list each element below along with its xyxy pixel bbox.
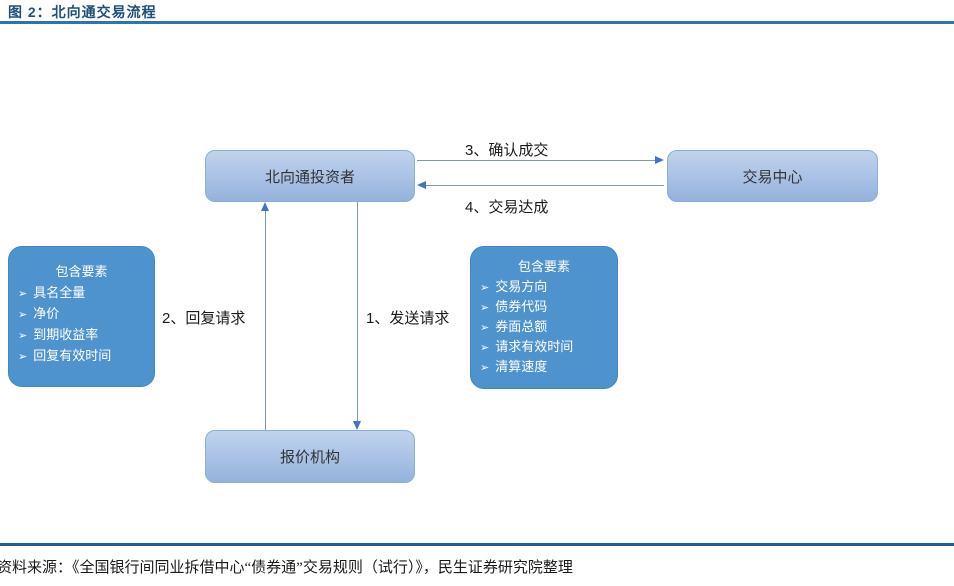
arrow-bullet-icon: ➢ [480,322,490,334]
list-item: ➢ 回复有效时间 [9,345,154,366]
node-trading-center: 交易中心 [667,150,878,202]
figure-title: 图 2：北向通交易流程 [8,4,157,20]
list-item: ➢ 请求有效时间 [471,337,617,357]
node-quoting-institution: 报价机构 [205,430,415,483]
arrow-bullet-icon: ➢ [480,282,490,294]
arrow-bullet-icon: ➢ [480,302,490,314]
list-item: ➢ 具名全量 [9,282,154,303]
list-item: ➢ 净价 [9,303,154,324]
list-item: ➢ 券面总额 [471,317,617,337]
flow-label-step2: 2、回复请求 [162,310,246,327]
node-investor-label: 北向通投资者 [264,168,355,186]
arrow-bullet-icon: ➢ [18,330,28,342]
arrowhead-down-icon [353,421,361,430]
callout-request-elements: 包含要素 ➢ 交易方向 ➢ 债券代码 ➢ 券面总额 ➢ 请求有效时间 ➢ 清算速度 [470,246,618,389]
list-item-label: 净价 [33,306,60,321]
top-rule [0,21,954,24]
arrow-bullet-icon: ➢ [480,362,490,374]
list-item-label: 券面总额 [495,319,548,334]
bottom-rule [0,543,954,546]
source-note: 资料来源：《全国银行间同业拆借中心“债券通”交易规则（试行）》，民生证券研究院整… [0,560,573,576]
connector-step4-line [421,185,664,186]
list-item-label: 债券代码 [495,299,548,314]
arrow-bullet-icon: ➢ [18,351,28,363]
list-item-label: 具名全量 [33,285,86,300]
connector-step3-line [417,160,657,161]
connector-step2-line [265,206,266,430]
list-item-label: 清算速度 [495,359,548,374]
list-item: ➢ 清算速度 [471,357,617,377]
list-item: ➢ 交易方向 [471,277,617,297]
node-trading-center-label: 交易中心 [742,168,803,186]
arrowhead-right-icon [655,156,664,164]
callout-title: 包含要素 [55,264,108,279]
list-item-label: 请求有效时间 [495,339,574,354]
node-quoting-institution-label: 报价机构 [279,449,340,466]
arrow-bullet-icon: ➢ [18,288,28,300]
callout-title: 包含要素 [517,259,570,274]
connector-step1-line [357,202,358,424]
arrow-bullet-icon: ➢ [18,309,28,321]
list-item: ➢ 债券代码 [471,297,617,317]
list-item: ➢ 到期收益率 [9,324,154,345]
arrowhead-up-icon [261,202,269,211]
list-item-label: 到期收益率 [33,327,99,342]
arrow-bullet-icon: ➢ [480,342,490,354]
arrowhead-left-icon [417,181,426,189]
list-item-label: 回复有效时间 [33,348,112,363]
flow-label-step3: 3、确认成交 [465,142,549,159]
node-investor: 北向通投资者 [205,150,415,202]
callout-reply-elements: 包含要素 ➢ 具名全量 ➢ 净价 ➢ 到期收益率 ➢ 回复有效时间 [8,246,155,387]
flow-label-step4: 4、交易达成 [465,199,549,216]
list-item-label: 交易方向 [495,279,548,294]
flow-label-step1: 1、发送请求 [366,310,450,327]
